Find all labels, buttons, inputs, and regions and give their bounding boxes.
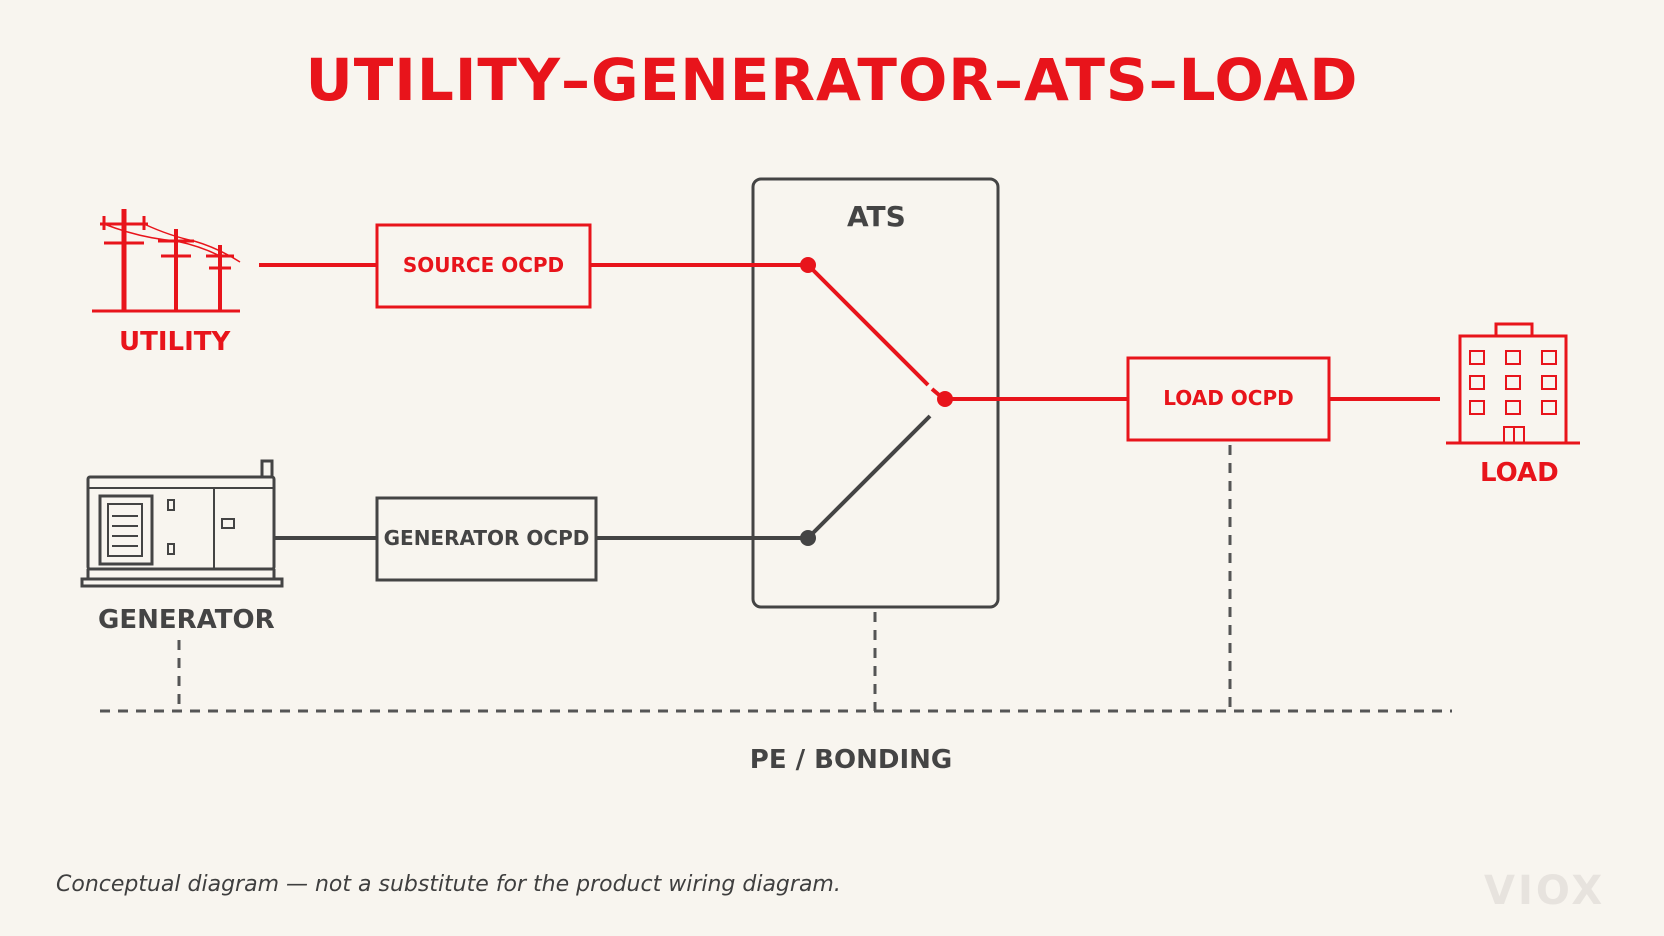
ats-label: ATS	[847, 200, 906, 233]
load-ocpd-label: LOAD OCPD	[1163, 386, 1294, 410]
generator-contact-dot	[800, 530, 816, 546]
generator-icon	[80, 459, 284, 588]
disclaimer-caption: Conceptual diagram — not a substitute fo…	[56, 872, 841, 897]
building-icon	[1446, 322, 1580, 445]
ats-switch-blade	[806, 263, 930, 387]
diagram-title: UTILITY–GENERATOR–ATS–LOAD	[305, 46, 1359, 114]
utility-label: UTILITY	[119, 327, 231, 357]
brand-watermark: VIOX	[1484, 868, 1606, 914]
load-label: LOAD	[1480, 458, 1559, 488]
source-ocpd-label: SOURCE OCPD	[402, 253, 565, 277]
pe-bonding-label: PE / BONDING	[749, 745, 953, 775]
generator-switch-blade	[806, 414, 932, 540]
utility-contact-dot	[800, 257, 816, 273]
utility-pole-icon	[92, 209, 241, 313]
pe-bonding-lines	[100, 445, 1452, 713]
generator-label: GENERATOR	[98, 605, 275, 635]
generator-ocpd-label: GENERATOR OCPD	[383, 526, 590, 550]
ats-enclosure	[751, 177, 1000, 609]
